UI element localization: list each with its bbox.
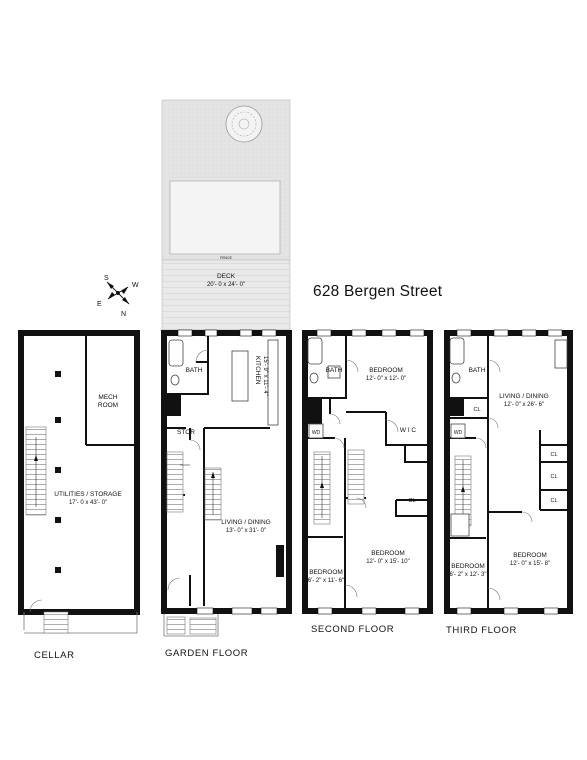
compass-arrows-icon (106, 281, 130, 305)
mech-room-label-2: ROOM (98, 402, 118, 409)
third-living-dimensions: 12'- 0" x 26'- 6" (504, 402, 544, 408)
third-living-label: LIVING / DINING (499, 393, 548, 400)
compass-s: S (104, 275, 109, 282)
utilities-dimensions: 17'- 0 x 43'- 0" (69, 500, 107, 506)
deck-dimensions: 20'- 0 x 24'- 0" (207, 282, 245, 288)
third-cl-a-label: CL (550, 452, 557, 458)
property-address-title: 628 Bergen Street (313, 283, 443, 300)
garden-floor-label: GARDEN FLOOR (165, 648, 249, 659)
deck: DECK 20'- 0 x 24'- 0" (161, 259, 291, 331)
second-floor-label: SECOND FLOOR (311, 624, 395, 635)
second-bedroom-rear-dimensions: 12'- 0" x 12'- 0" (366, 376, 406, 382)
second-bath-label: BATH (326, 367, 343, 374)
second-floor-plan: BATH BEDROOM 12'- 0" x 12'- 0" WD W I C … (302, 329, 433, 615)
garden-living-dimensions: 13'- 0" x 31'- 0" (226, 528, 266, 534)
third-cl-main-label: CL (473, 407, 480, 413)
second-bedroom-small-label: BEDROOM (309, 569, 343, 576)
support-columns (55, 371, 61, 573)
second-bedroom-front-dimensions: 12'- 0" x 15'- 10" (366, 559, 410, 565)
second-bedroom-rear-label: BEDROOM (369, 367, 403, 374)
third-bedroom-small-label: BEDROOM (451, 563, 485, 570)
second-cl-label: CL (408, 498, 415, 504)
mech-room-label: MECH (98, 394, 117, 401)
compass-e: E (97, 301, 102, 308)
cellar-plan: MECH ROOM UTILITIES / STORAGE 17'- 0 x 4… (18, 330, 140, 634)
kitchen-dimensions: 15'- 9" x 11'- 4" (262, 356, 268, 396)
second-wic-label: W I C (400, 427, 417, 434)
second-bedroom-small-dimensions: 6'- 2" x 11'- 6" (308, 578, 344, 584)
kitchen-label: KITCHEN (254, 356, 261, 385)
fence-note: FENCE (220, 256, 233, 260)
compass-w: W (132, 282, 139, 289)
third-bedroom-front-label: BEDROOM (513, 552, 547, 559)
third-cl-b-label: CL (550, 474, 557, 480)
cellar-floor-label: CELLAR (34, 650, 75, 661)
third-bedroom-small-dimensions: 6'- 2" x 12'- 3" (450, 572, 487, 578)
tree-icon (225, 105, 263, 143)
garden-living-label: LIVING / DINING (221, 519, 270, 526)
compass-rose: S W E N (97, 275, 139, 318)
garden-bed (169, 180, 281, 255)
third-bath-label: BATH (469, 367, 486, 374)
third-wd-label: WD (454, 430, 463, 436)
backyard: FENCE (161, 99, 291, 261)
stor-label: STOR (177, 429, 195, 436)
compass-n: N (121, 311, 126, 318)
third-floor-plan: BATH CL WD LIVING / DINING 12'- 0" x 26'… (444, 329, 573, 615)
deck-label: DECK (217, 273, 236, 280)
third-bedroom-front-dimensions: 12'- 0" x 15'- 8" (510, 561, 550, 567)
third-floor-label: THIRD FLOOR (446, 625, 517, 636)
second-bedroom-front-label: BEDROOM (371, 550, 405, 557)
garden-bath-label: BATH (186, 367, 203, 374)
garden-floor-plan: BATH KITCHEN 15'- 9" x 11'- 4" STOR LIVI… (161, 329, 292, 637)
third-cl-c-label: CL (550, 498, 557, 504)
utilities-label: UTILITIES / STORAGE (54, 491, 122, 498)
second-wd-label: WD (312, 430, 321, 436)
